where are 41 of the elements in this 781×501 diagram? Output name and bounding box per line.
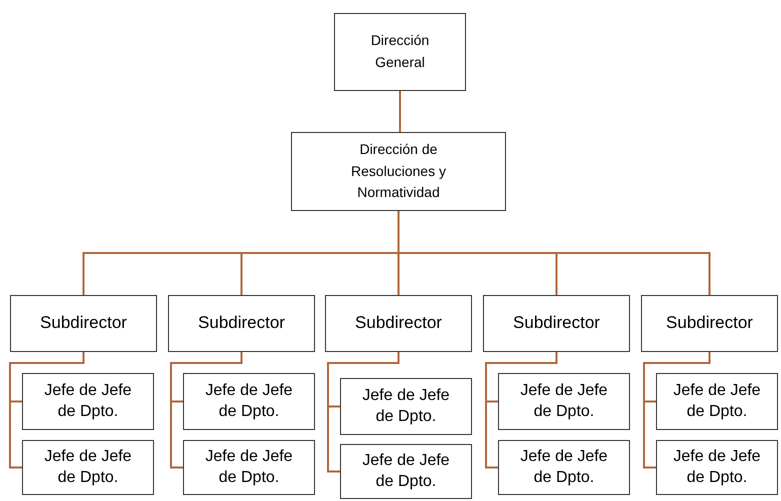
position-title: Jefe de Jefe de Dpto. [361, 386, 451, 426]
position-title: Subdirector [40, 312, 127, 334]
department-box [340, 378, 472, 435]
position-title: Dirección de Resoluciones y Normatividad [350, 140, 447, 202]
position-title: Subdirector [355, 312, 442, 334]
position-title: Subdirector [513, 312, 600, 334]
connector-line [643, 352, 710, 468]
position-box [291, 132, 506, 211]
connector-line [327, 352, 400, 472]
position-title: Jefe de Jefe de Dpto. [519, 446, 609, 488]
department-box [656, 373, 778, 430]
subdirector-box [325, 295, 472, 352]
department-box [498, 373, 630, 430]
position-title: Jefe de Jefe de Dpto. [43, 380, 133, 422]
subdirector-box [168, 295, 315, 352]
department-box [22, 373, 154, 430]
position-title: Jefe de Jefe de Dpto. [672, 446, 762, 488]
position-title: Jefe de Jefe de Dpto. [519, 380, 609, 422]
position-title: Subdirector [198, 312, 285, 334]
connector-line [9, 352, 84, 468]
position-title: Jefe de Jefe de Dpto. [204, 446, 294, 488]
connector-line [398, 211, 710, 295]
department-box [183, 373, 315, 430]
department-box [498, 440, 630, 495]
position-title: Dirección General [370, 31, 430, 72]
connector-line [170, 352, 242, 468]
department-box [340, 444, 472, 499]
department-box [183, 440, 315, 495]
position-title: Jefe de Jefe de Dpto. [361, 450, 451, 492]
subdirector-box [483, 295, 630, 352]
position-box [334, 13, 466, 91]
subdirector-box [10, 295, 157, 352]
subdirector-box [641, 295, 778, 352]
department-box [656, 440, 778, 495]
department-box [22, 440, 154, 495]
connector-line [399, 91, 401, 132]
position-title: Jefe de Jefe de Dpto. [672, 380, 762, 422]
position-title: Subdirector [666, 312, 753, 334]
connector-line [485, 352, 558, 468]
position-title: Jefe de Jefe de Dpto. [43, 446, 133, 488]
position-title: Jefe de Jefe de Dpto. [204, 380, 294, 422]
